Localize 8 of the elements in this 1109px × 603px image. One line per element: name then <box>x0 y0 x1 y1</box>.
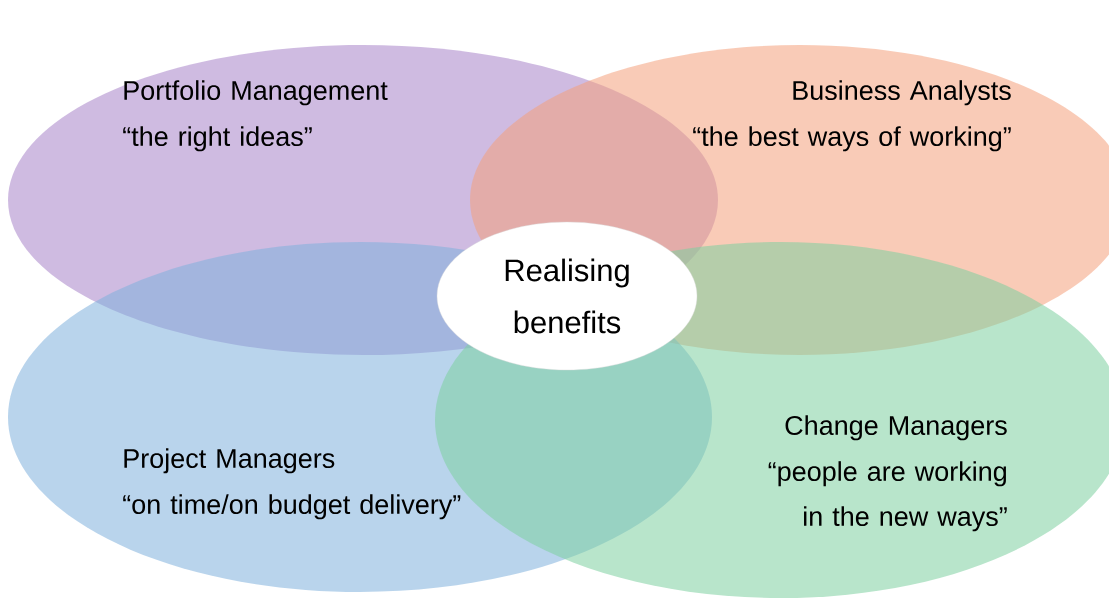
heading: Change Managers <box>785 415 1007 441</box>
quote: “on time/on budget delivery” <box>123 494 461 520</box>
quote: “the best ways of working” <box>693 126 1011 152</box>
quote: “the right ideas” <box>123 126 312 152</box>
heading: Portfolio Management <box>124 80 388 106</box>
heading: Project Managers <box>124 448 335 474</box>
heading: Business Analysts <box>793 80 1011 106</box>
quote: “people are working in the new ways” <box>768 461 1007 532</box>
